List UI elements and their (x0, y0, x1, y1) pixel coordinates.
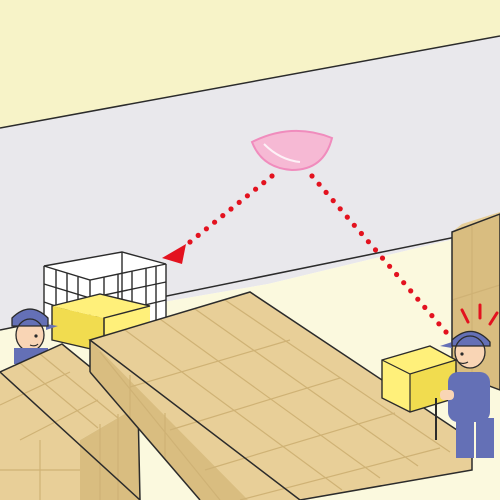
sight-line-dot (379, 255, 386, 261)
sight-line-dot (269, 173, 275, 179)
arrow-head-icon (162, 244, 186, 264)
sight-line-dot (195, 232, 201, 238)
sight-line-dot (415, 296, 421, 302)
sight-line-dot (443, 329, 449, 335)
alert-marks-icon (460, 303, 499, 326)
sight-line-dot (236, 199, 242, 205)
sight-line-dot (429, 313, 435, 319)
sight-line-dot (365, 239, 371, 245)
front-box-stack-left (0, 343, 141, 500)
sight-line-dot (422, 304, 428, 310)
sight-line-dot (387, 263, 393, 269)
sight-line-dot (309, 173, 315, 179)
sight-line-dot (401, 280, 407, 286)
sight-line-dot (358, 230, 364, 237)
worker-right (435, 330, 494, 458)
sight-line-dot (253, 186, 259, 192)
sight-line-dot (220, 213, 226, 219)
sight-line-dot (436, 321, 442, 327)
front-box-stack-right (88, 291, 473, 500)
sight-line-dot (351, 222, 357, 228)
sight-lines (187, 173, 449, 335)
sight-line-dot (330, 198, 336, 204)
ceiling-wall-edge (0, 35, 500, 129)
sight-line-dot (212, 219, 218, 225)
sight-line-dot (323, 189, 329, 195)
sight-line-dot (372, 247, 379, 253)
sight-line-dot (261, 180, 267, 186)
sight-line-dot (337, 206, 343, 212)
sight-line-dot (203, 226, 209, 232)
sight-line-dot (408, 288, 414, 294)
sight-line-dot (316, 181, 322, 187)
sight-line-dot (244, 193, 250, 199)
sight-line-dot (187, 239, 193, 245)
sight-line-dot (228, 206, 234, 212)
ceiling (0, 0, 500, 128)
convex-mirror-icon (250, 129, 334, 172)
sight-line-dot (344, 214, 350, 220)
sight-line-dot (394, 271, 400, 278)
